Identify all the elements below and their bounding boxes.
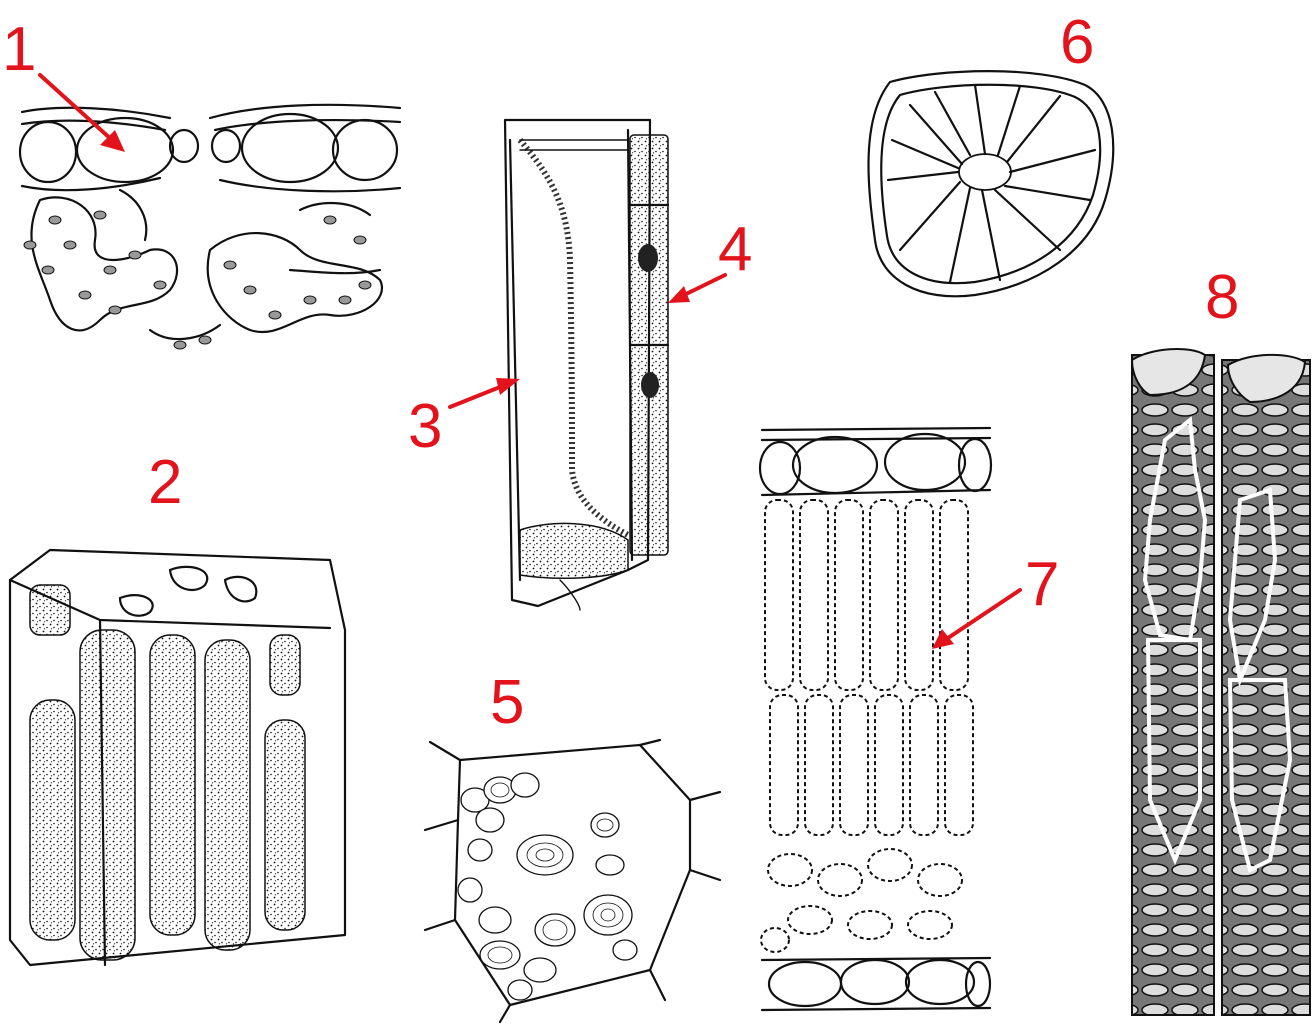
figure-2-fiber-block xyxy=(10,550,345,965)
number-labels: 1 2 3 4 5 6 7 8 xyxy=(2,8,1239,737)
label-6: 6 xyxy=(1060,8,1094,77)
label-5: 5 xyxy=(490,668,524,737)
figure-6-stone-cell xyxy=(868,71,1113,296)
label-2: 2 xyxy=(148,448,182,517)
figure-3-4-sieve-tube xyxy=(505,120,668,610)
arrow-7 xyxy=(945,590,1020,640)
figure-1-stomata-section xyxy=(20,105,400,349)
label-4: 4 xyxy=(718,215,752,284)
label-8: 8 xyxy=(1205,263,1239,332)
label-7: 7 xyxy=(1025,550,1059,619)
figure-5-starch-cell xyxy=(425,740,720,1022)
figure-7-leaf-section xyxy=(760,428,991,1010)
label-3: 3 xyxy=(408,392,442,461)
figure-8-vessels xyxy=(1132,349,1310,1015)
arrowhead-4-icon xyxy=(668,286,690,303)
label-1: 1 xyxy=(2,15,36,84)
arrow-3 xyxy=(450,385,505,407)
arrowhead-7-icon xyxy=(932,629,954,649)
